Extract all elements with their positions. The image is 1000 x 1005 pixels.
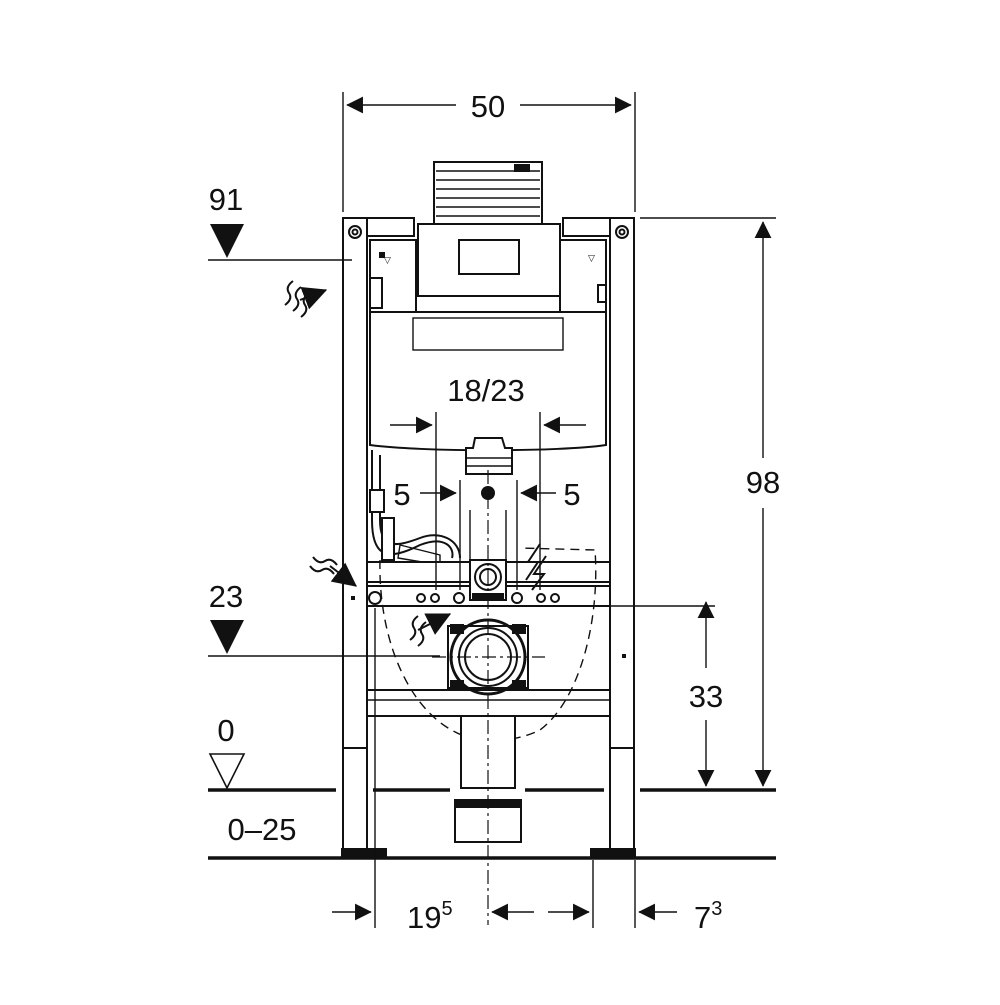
svg-text:▽: ▽ [588, 253, 595, 263]
cross-rails [351, 561, 715, 717]
dimension-bottom-right-sup: 3 [711, 898, 722, 920]
svg-text:▽: ▽ [384, 255, 391, 265]
dimension-bottom-right-label: 7 [694, 900, 711, 935]
svg-text:195: 195 [407, 898, 453, 935]
dimension-outlet-span: 18/23 [390, 373, 586, 590]
mounting-frame [341, 217, 636, 857]
water-inlet-icon [309, 556, 357, 587]
cistern: ▽ ▽ [369, 239, 607, 452]
level-marker-zero: 0 0–25 [208, 713, 297, 847]
flush-hose [369, 450, 461, 566]
dimension-bottom-left-label: 19 [407, 900, 441, 935]
dimension-offset-left-label: 5 [393, 477, 410, 512]
dimension-offsets: 5 5 [393, 477, 581, 590]
level-zero-label: 0 [217, 713, 234, 748]
dimension-outlet-height: 33 [689, 601, 723, 787]
dimension-width-label: 50 [471, 89, 505, 124]
level-middle-label: 23 [209, 579, 243, 614]
flush-valve [465, 437, 513, 500]
electric-connection-icon [525, 543, 547, 591]
water-inlet-icon [284, 280, 328, 318]
dimension-bottom: 195 73 [332, 608, 722, 935]
dimension-height-frame: 98 [640, 217, 780, 787]
level-marker-middle: 23 [208, 579, 440, 657]
floor-range-label: 0–25 [228, 812, 297, 847]
dimension-outlet-span-label: 18/23 [447, 373, 525, 408]
floor-lines [208, 788, 776, 860]
svg-text:73: 73 [694, 898, 722, 935]
level-top-label: 91 [209, 182, 243, 217]
dimension-outlet-height-label: 33 [689, 679, 723, 714]
water-inlet-icon [409, 613, 452, 647]
dimension-offset-right-label: 5 [563, 477, 580, 512]
dimension-height-label: 98 [746, 465, 780, 500]
dimension-bottom-left-sup: 5 [441, 898, 452, 920]
level-marker-top: 91 [208, 182, 352, 261]
dimension-width-total: 50 [342, 89, 636, 212]
actuator-plate [417, 161, 561, 297]
